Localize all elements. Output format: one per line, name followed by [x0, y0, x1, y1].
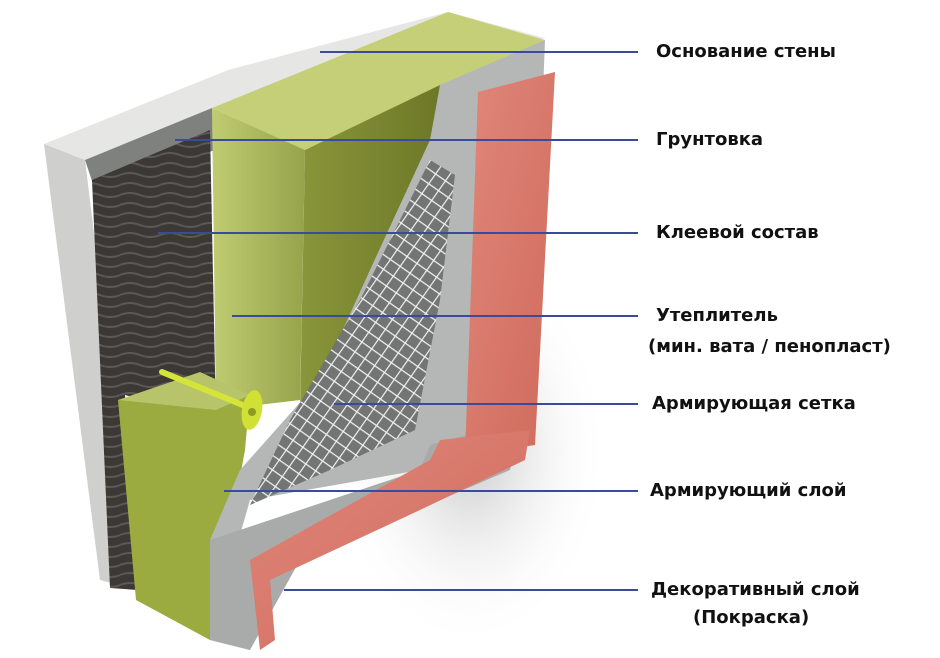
leader-lines: [158, 51, 638, 591]
label-decorative-layer-sub: (Покраска): [693, 607, 809, 629]
label-text: Армирующая сетка: [652, 393, 856, 414]
label-text: Утеплитель: [656, 305, 778, 326]
label-reinforcing-mesh: Армирующая сетка: [652, 393, 856, 415]
label-primer: Грунтовка: [656, 129, 763, 151]
insulation-top: [212, 12, 545, 150]
insulation-dowel: [159, 369, 263, 430]
label-reinforcing-layer: Армирующий слой: [650, 480, 846, 502]
label-text: Грунтовка: [656, 129, 764, 150]
label-subtext: (мин. вата / пенопласт): [648, 336, 891, 357]
label-insulation: Утеплитель: [656, 305, 778, 327]
label-text: Основание стены: [656, 41, 836, 62]
label-subtext: (Покраска): [693, 607, 810, 628]
label-decorative-layer: Декоративный слой: [651, 579, 860, 601]
label-wall-base: Основание стены: [656, 41, 836, 63]
label-text: Армирующий слой: [650, 480, 847, 501]
reinforcing-mesh: [250, 160, 455, 505]
label-text: Декоративный слой: [651, 579, 860, 600]
insulation-upper: [212, 108, 305, 410]
label-insulation-sub: (мин. вата / пенопласт): [648, 336, 891, 358]
insulation-side: [300, 85, 440, 420]
decorative-layer-upper: [465, 72, 555, 455]
label-text: Клеевой состав: [656, 222, 819, 243]
label-adhesive: Клеевой состав: [656, 222, 819, 244]
decorative-layer-lower: [250, 430, 530, 650]
insulation-lower-top: [118, 372, 250, 410]
adhesive-layer: [92, 130, 216, 590]
